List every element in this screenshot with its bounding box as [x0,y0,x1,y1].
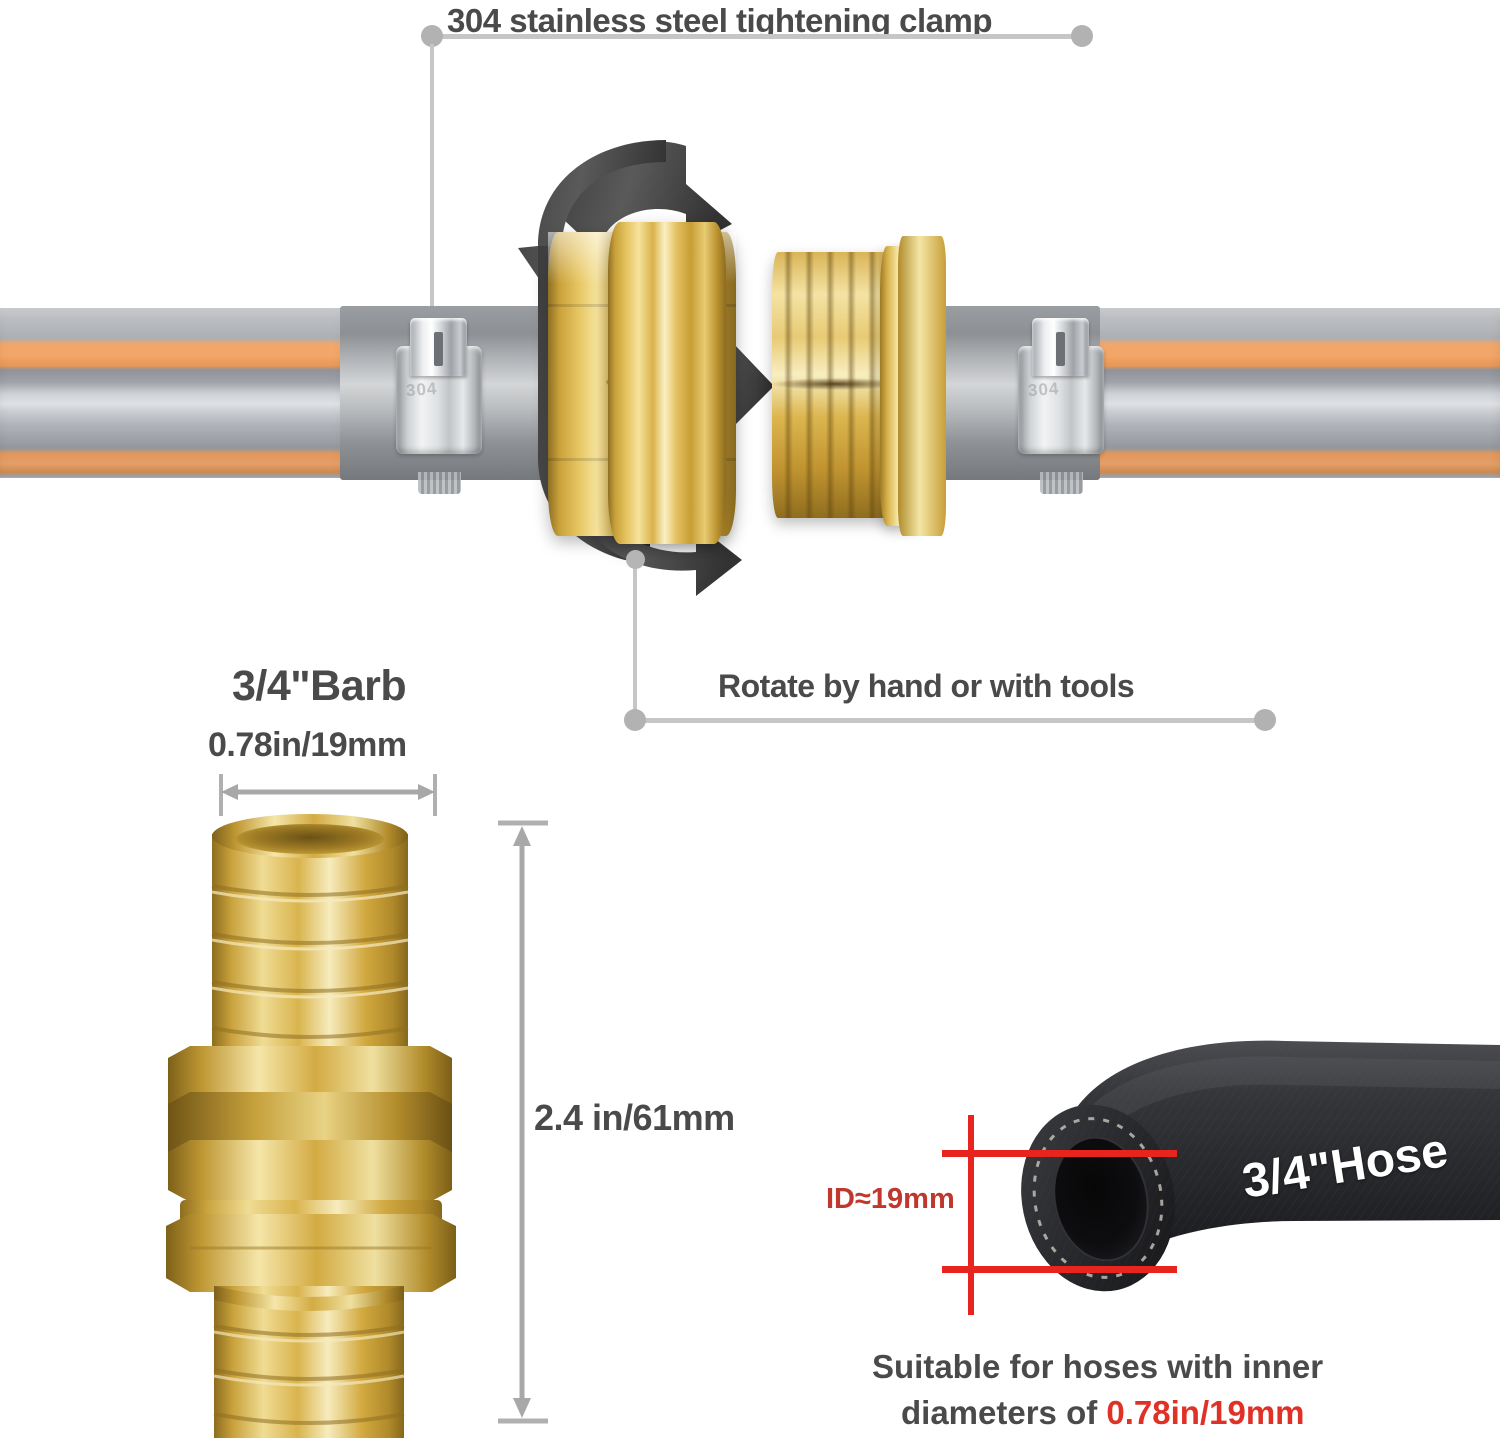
clamp-left-mark: 304 [405,378,439,401]
hose-right-segment [1090,308,1500,478]
hose-clamp-left: 304 [396,318,482,494]
horizontal-dimension-arrow-icon [219,774,437,816]
hose-note-line2: diameters of 0.78in/19mm [901,1394,1305,1432]
brass-threaded-male-end [772,252,900,518]
clamp-callout-leader-line [430,34,1084,39]
hose-note-line2-prefix: diameters of [901,1394,1107,1431]
leader-endpoint-dot-icon [626,550,645,569]
brass-coupler-nut-rear-flange [608,222,726,544]
hose-note-line2-highlight: 0.78in/19mm [1106,1394,1305,1431]
thread-shadow-band [772,378,900,390]
rotate-callout-leader-line [633,718,1267,723]
leader-endpoint-dot-icon [421,25,443,47]
clamp-callout-drop-line [430,44,434,319]
barb-title: 3/4"Barb [232,662,407,710]
rubber-hose-illustration [1021,1040,1500,1292]
clamp-band-tail [418,472,462,494]
id-measure-vertical-line [968,1115,974,1315]
id-measure-bottom-line [942,1266,1177,1273]
rotate-callout-title: Rotate by hand or with tools [718,668,1135,704]
rotate-callout-riser-line [633,558,637,724]
clamp-screw-slot-icon [1055,332,1065,366]
leader-endpoint-dot-icon [624,709,646,731]
hose-clamp-right: 304 [1018,318,1104,494]
clamp-screw-slot-icon [433,332,443,366]
barb-height-label: 2.4 in/61mm [534,1097,735,1138]
clamp-right-mark: 304 [1027,378,1061,401]
clamp-callout-title: 304 stainless steel tightening clamp [447,2,993,39]
id-measure-label: ID≈19mm [826,1183,955,1215]
barb-width-label: 0.78in/19mm [208,726,407,764]
leader-endpoint-dot-icon [1254,709,1276,731]
leader-endpoint-dot-icon [1071,25,1093,47]
clamp-band-tail [1040,472,1084,494]
hose-left-segment [0,308,346,478]
hose-note-line1: Suitable for hoses with inner [872,1348,1324,1385]
id-measure-top-line [942,1150,1177,1157]
brass-barb-fitting [166,814,456,1438]
brass-hex-lip [898,236,946,536]
vertical-dimension-arrow-icon [498,820,548,1424]
